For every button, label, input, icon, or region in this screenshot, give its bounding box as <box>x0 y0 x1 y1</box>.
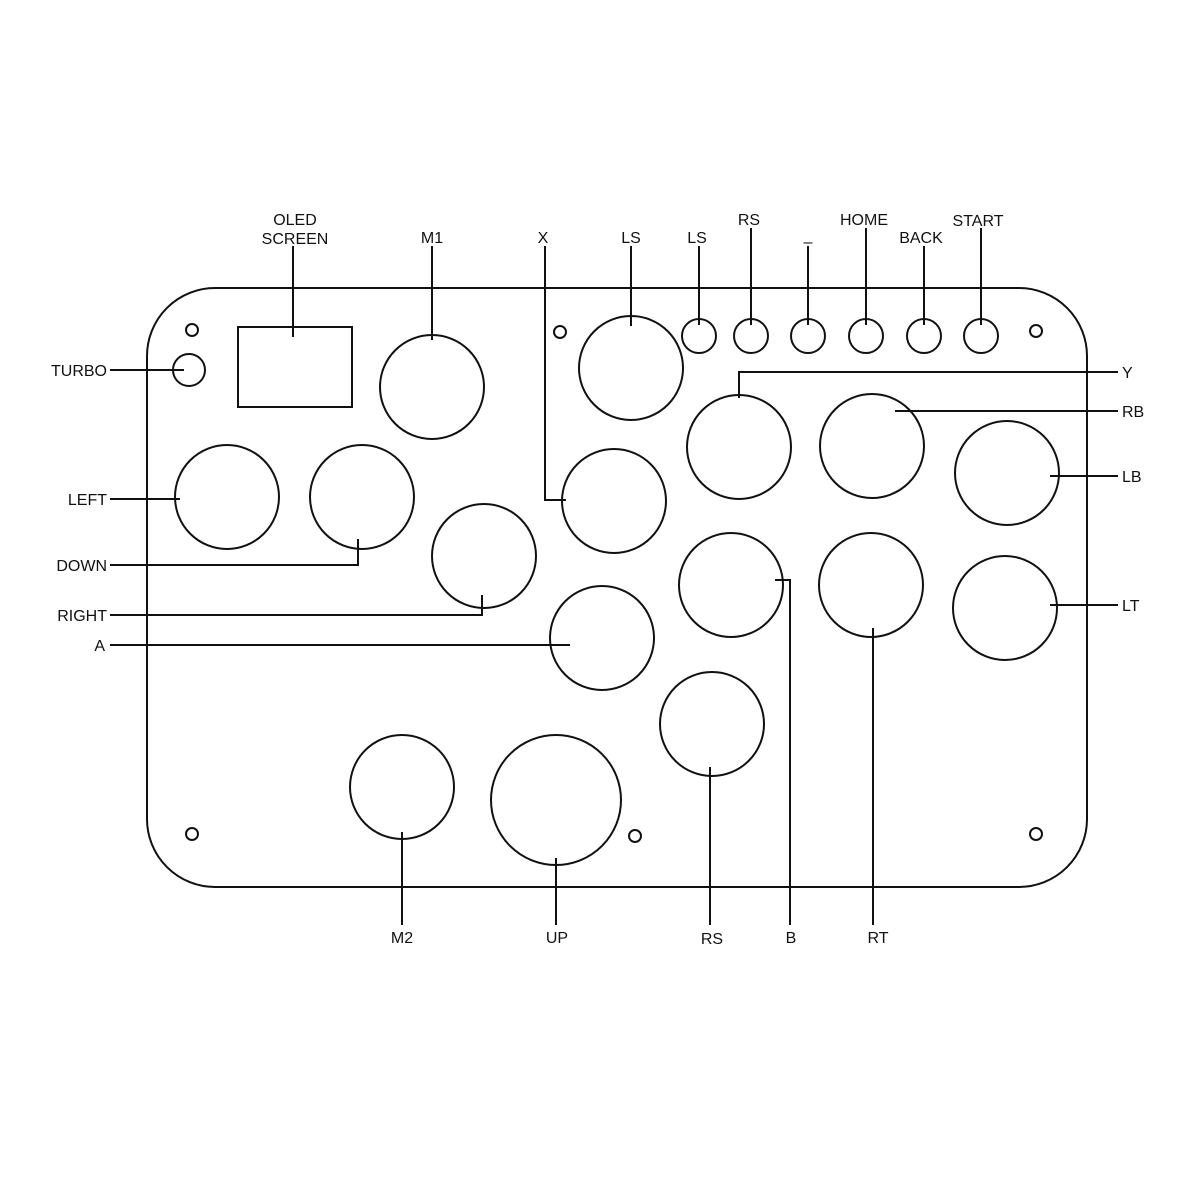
b-button <box>678 532 784 638</box>
m1-button <box>379 334 485 440</box>
controller-body <box>146 287 1088 888</box>
leader-b <box>775 579 791 925</box>
mounting-hole <box>1029 827 1043 841</box>
up-button <box>490 734 622 866</box>
leader-right <box>110 595 483 616</box>
y-button <box>686 394 792 500</box>
leader-down <box>110 539 359 566</box>
label-a: A <box>94 638 105 655</box>
x-button <box>561 448 667 554</box>
label-start: START <box>953 213 1004 230</box>
label-ls-big: LS <box>621 230 641 247</box>
a-button <box>549 585 655 691</box>
label-x: X <box>538 230 549 247</box>
label-rb: RB <box>1122 404 1144 421</box>
ls-big-button <box>578 315 684 421</box>
mounting-hole <box>185 827 199 841</box>
label-oled-line2: SCREEN <box>262 231 329 248</box>
oled-screen <box>237 326 353 408</box>
label-turbo: TURBO <box>51 363 107 380</box>
minus-button <box>790 318 826 354</box>
lb-button <box>954 420 1060 526</box>
back-button <box>906 318 942 354</box>
label-m2: M2 <box>391 930 413 947</box>
leader-x <box>544 246 566 501</box>
label-minus: – <box>804 234 813 251</box>
label-b: B <box>786 930 797 947</box>
ls-small-button <box>681 318 717 354</box>
label-lt: LT <box>1122 598 1140 615</box>
labels: TURBO OLED SCREEN M1 X LS LS RS – HOME B… <box>51 212 1144 948</box>
left-button <box>174 444 280 550</box>
m2-button <box>349 734 455 840</box>
label-up: UP <box>546 930 568 947</box>
leader-y <box>738 371 1118 398</box>
rs-small-button <box>733 318 769 354</box>
home-button <box>848 318 884 354</box>
label-lb: LB <box>1122 469 1142 486</box>
mounting-hole <box>185 323 199 337</box>
label-left: LEFT <box>68 492 107 509</box>
rb-button <box>819 393 925 499</box>
mounting-hole <box>553 325 567 339</box>
right-button <box>431 503 537 609</box>
label-back: BACK <box>899 230 943 247</box>
label-rt: RT <box>867 930 888 947</box>
label-oled-line1: OLED <box>273 212 317 229</box>
mounting-holes <box>185 323 1043 843</box>
mounting-hole <box>628 829 642 843</box>
label-home: HOME <box>840 212 888 229</box>
label-ls-small: LS <box>687 230 707 247</box>
leader-lines <box>110 228 1118 925</box>
start-button <box>963 318 999 354</box>
components <box>172 315 1060 866</box>
down-button <box>309 444 415 550</box>
mounting-hole <box>1029 324 1043 338</box>
label-y: Y <box>1122 365 1133 382</box>
label-right: RIGHT <box>57 608 107 625</box>
turbo-button <box>172 353 206 387</box>
label-rs-bottom: RS <box>701 931 723 948</box>
rs-bottom-button <box>659 671 765 777</box>
label-rs-small: RS <box>738 212 760 229</box>
rt-button <box>818 532 924 638</box>
lt-button <box>952 555 1058 661</box>
label-m1: M1 <box>421 230 443 247</box>
label-down: DOWN <box>56 558 107 575</box>
